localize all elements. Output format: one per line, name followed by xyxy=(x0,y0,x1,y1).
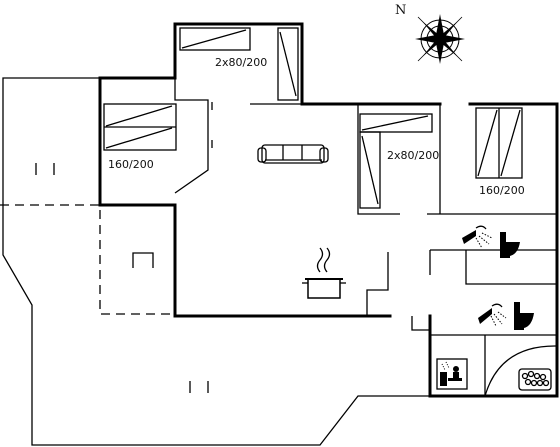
sauna-icon xyxy=(436,358,468,390)
terrace-outline xyxy=(2,77,430,446)
compass-north-label: N xyxy=(395,3,406,18)
bed-mid-right-room xyxy=(359,113,433,209)
shower-icon xyxy=(478,303,507,327)
toilet-icon xyxy=(500,232,520,258)
bed-label-top-room: 2x80/200 xyxy=(215,56,267,69)
house-walls xyxy=(98,22,559,398)
bed-label-mid-right-room: 2x80/200 xyxy=(387,149,439,162)
compass-icon xyxy=(415,14,465,64)
whirlpool-icon xyxy=(518,368,552,391)
cooking-pot-icon xyxy=(302,247,346,299)
annex-dashed-outline xyxy=(0,204,175,315)
shower-icon xyxy=(462,225,493,249)
bed-label-far-right-room: 160/200 xyxy=(479,184,525,197)
bed-top-room xyxy=(179,27,299,101)
bed-left-room xyxy=(103,103,177,151)
bed-far-right-room xyxy=(475,107,523,179)
bed-label-left-room: 160/200 xyxy=(108,158,154,171)
sofa-icon xyxy=(257,144,329,164)
interior-walls xyxy=(174,78,558,397)
toilet-icon xyxy=(514,302,534,330)
